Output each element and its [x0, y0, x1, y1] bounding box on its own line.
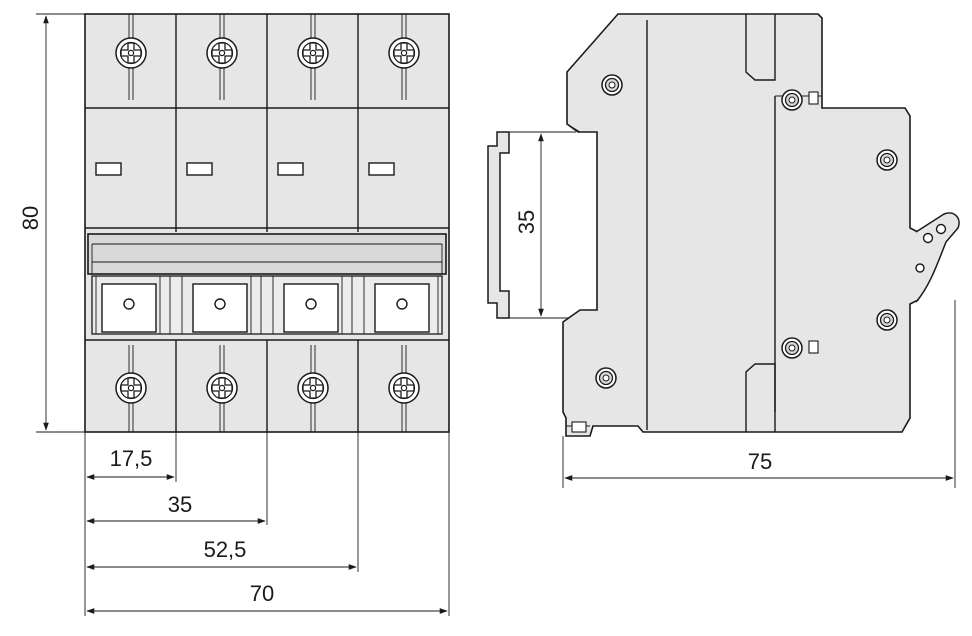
dimension-label: 35 [514, 210, 539, 234]
indicator-windows [95, 162, 395, 176]
terminal-screw-icon [297, 37, 329, 69]
side-view [562, 13, 960, 437]
rivet-icon [876, 309, 898, 331]
dimension-label: 80 [18, 206, 43, 230]
rivet-icon [595, 367, 617, 389]
top-terminals [115, 14, 420, 100]
terminal-screw-icon [297, 372, 329, 404]
rivet-icon [876, 149, 898, 171]
front-view [84, 13, 450, 433]
terminal-screw-icon [115, 37, 147, 69]
dimension-label: 35 [168, 492, 192, 517]
toggle-handle-bar [87, 233, 447, 275]
terminal-screw-icon [115, 372, 147, 404]
dimension-label: 75 [748, 449, 772, 474]
height-dimension: 80 [18, 13, 85, 433]
side-housing [562, 13, 919, 437]
terminal-screw-icon [388, 37, 420, 69]
dimension-label: 70 [250, 581, 274, 606]
toggle-lever-icon [915, 212, 960, 303]
bottom-terminals [115, 345, 420, 432]
terminal-screw-icon [206, 372, 238, 404]
terminal-screw-icon [206, 37, 238, 69]
depth-dimension: 75 [562, 300, 956, 488]
width-dimensions: 17,5 35 52,5 70 [84, 432, 450, 616]
handle-blocks [91, 275, 443, 335]
pole-dividers [175, 14, 359, 432]
dimension-label: 52,5 [204, 537, 247, 562]
terminal-screw-icon [388, 372, 420, 404]
rivet-icon [601, 74, 623, 96]
rivet-icon [781, 337, 803, 359]
dimension-label: 17,5 [110, 446, 153, 471]
din-rail-profile: 35 [487, 131, 576, 319]
rivet-icon [781, 89, 803, 111]
